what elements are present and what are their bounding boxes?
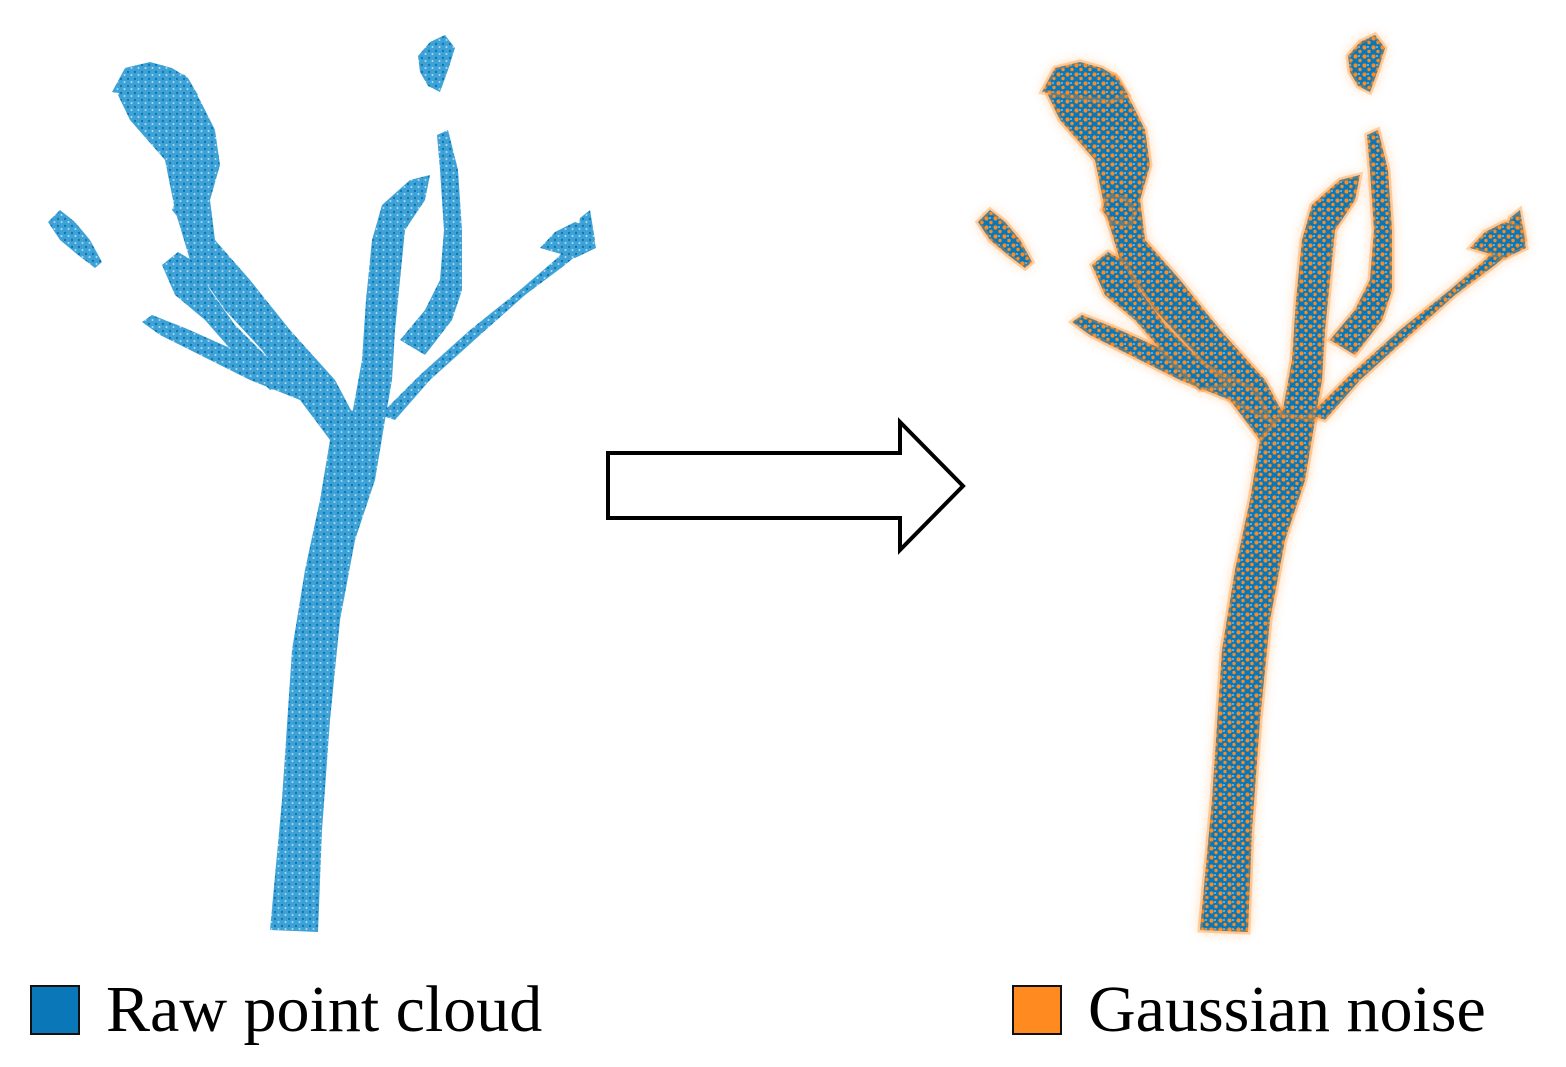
legend-raw-point-cloud: Raw point cloud bbox=[30, 975, 542, 1045]
raw-point-cloud-tree bbox=[48, 35, 596, 932]
noise-color-swatch bbox=[1012, 985, 1062, 1035]
legend-gaussian-noise: Gaussian noise bbox=[1012, 975, 1486, 1045]
legend-raw-label: Raw point cloud bbox=[106, 973, 543, 1046]
raw-color-swatch bbox=[30, 985, 80, 1035]
right-arrow-icon bbox=[606, 417, 966, 555]
noisy-point-cloud-tree bbox=[978, 35, 1526, 932]
legend-noise-label: Gaussian noise bbox=[1088, 973, 1486, 1046]
